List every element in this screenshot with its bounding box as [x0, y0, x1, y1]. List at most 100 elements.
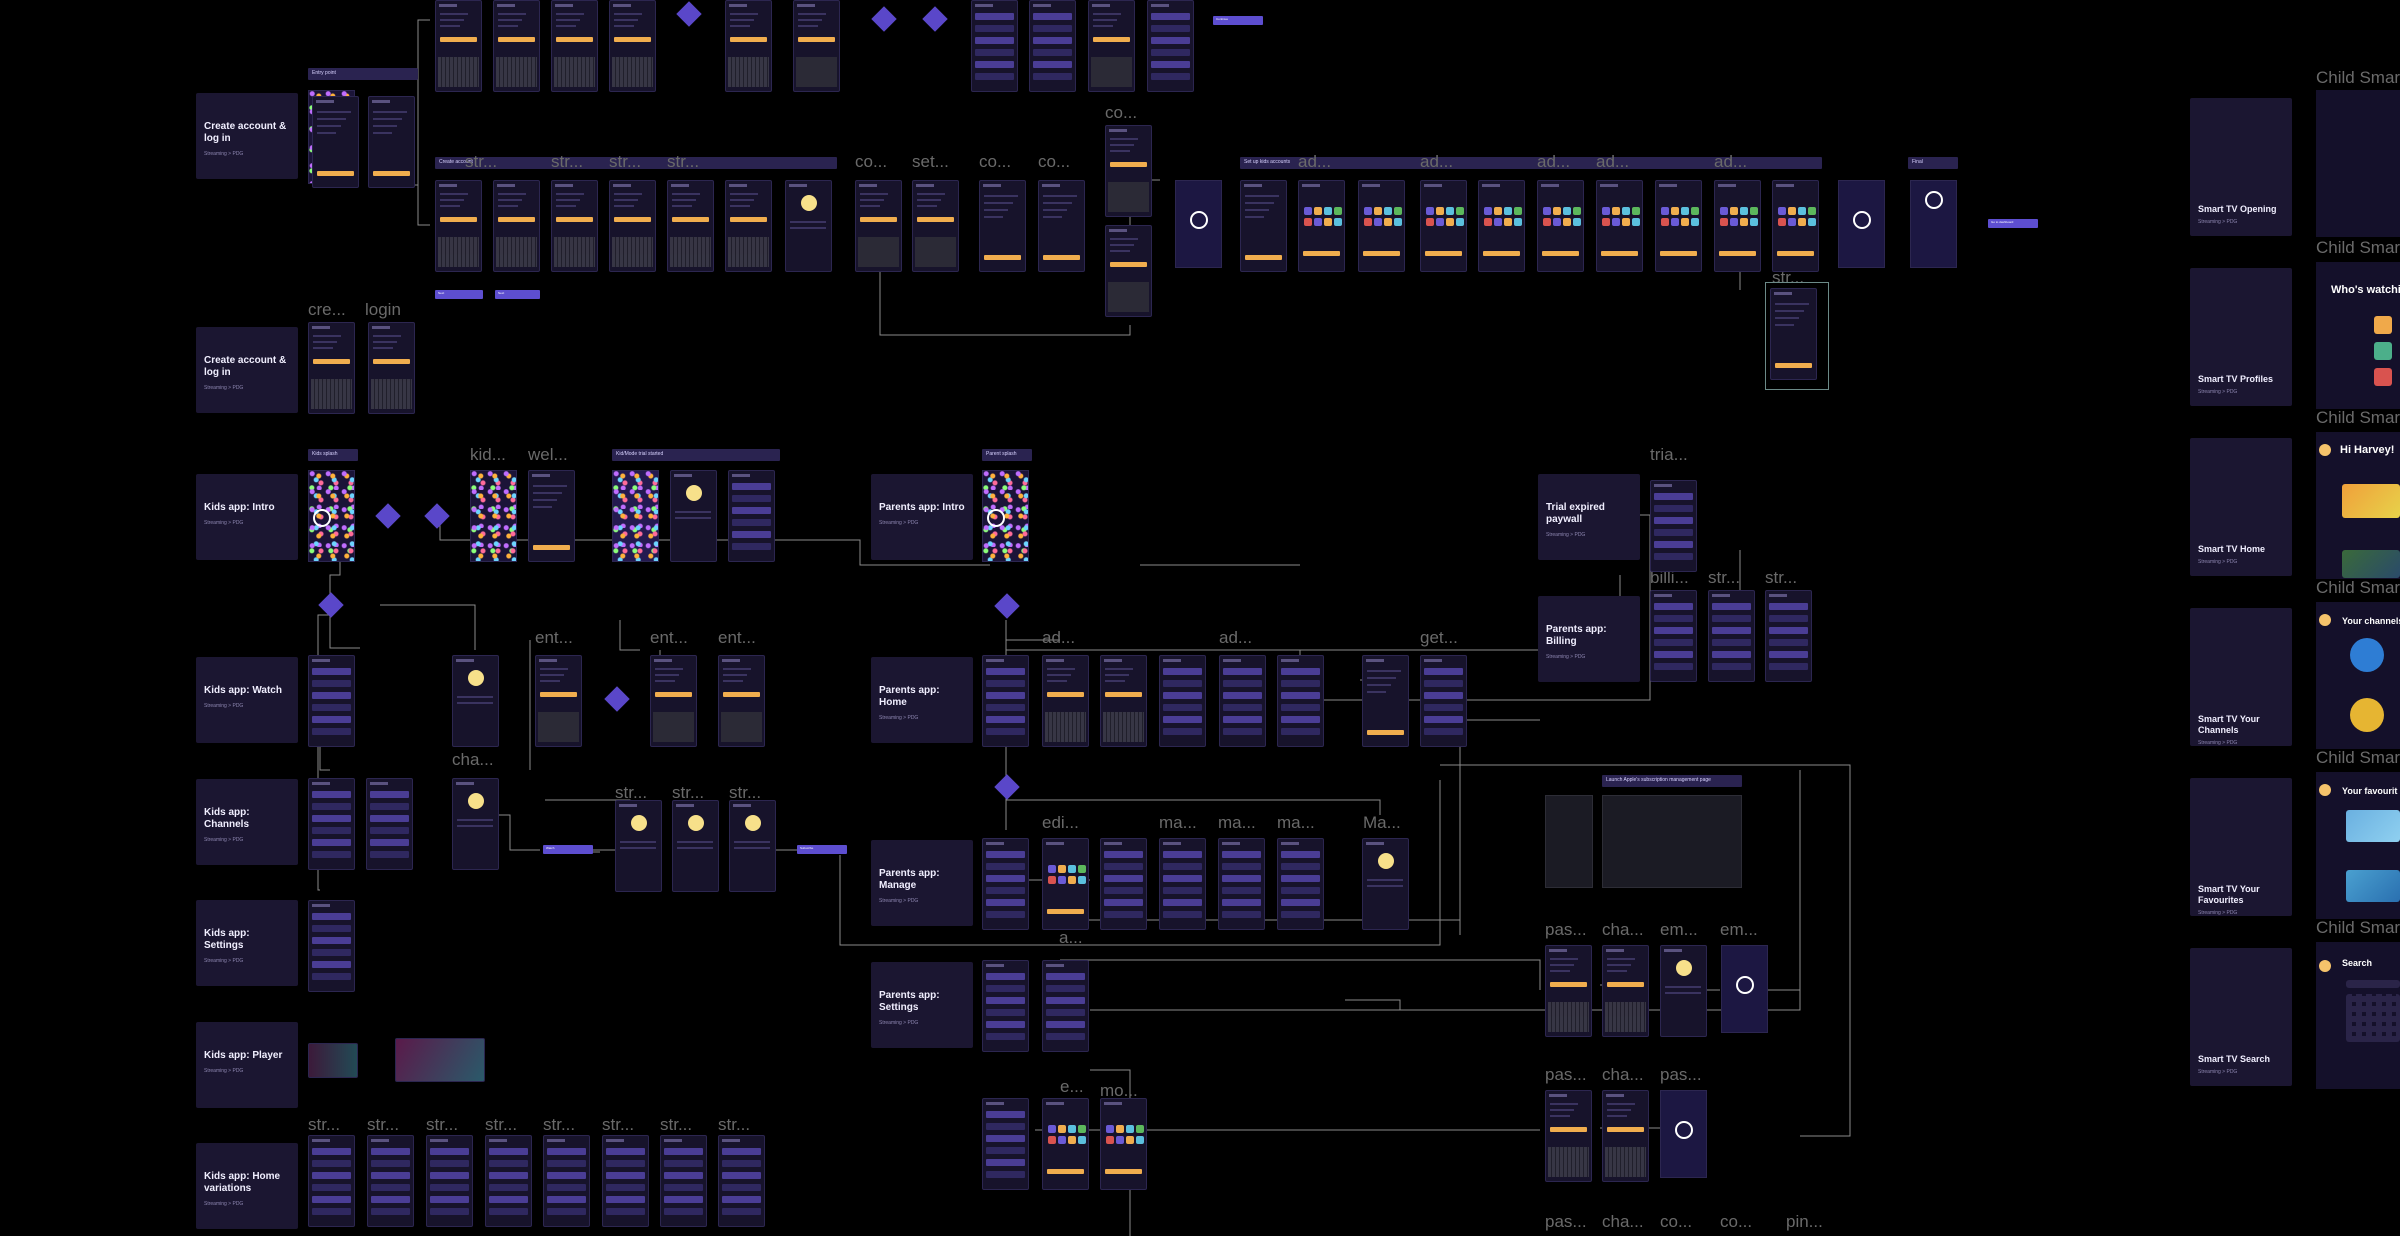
- avatar-option[interactable]: [1324, 218, 1332, 226]
- list-item[interactable]: [547, 1160, 586, 1167]
- list-item[interactable]: [986, 1021, 1025, 1028]
- primary-button[interactable]: [1719, 251, 1756, 256]
- list-item[interactable]: [986, 1159, 1025, 1166]
- list-item[interactable]: [1104, 899, 1143, 906]
- avatar-option[interactable]: [1334, 218, 1342, 226]
- primary-button[interactable]: [1047, 1169, 1084, 1174]
- list-item[interactable]: [1223, 680, 1262, 687]
- section-card-create-account-login[interactable]: Create account & log in Streaming > PDG: [196, 327, 298, 413]
- list-item[interactable]: [1424, 728, 1463, 735]
- section-card-kids-settings[interactable]: Kids app: Settings Streaming > PDG: [196, 900, 298, 986]
- avatar-option[interactable]: [1661, 207, 1669, 215]
- section-card-kids-watch[interactable]: Kids app: Watch Streaming > PDG: [196, 657, 298, 743]
- list-item[interactable]: [1281, 692, 1320, 699]
- avatar-option[interactable]: [1563, 207, 1571, 215]
- primary-button[interactable]: [498, 217, 535, 222]
- avatar-option[interactable]: [1543, 207, 1551, 215]
- list-item[interactable]: [547, 1208, 586, 1215]
- avatar-option[interactable]: [1798, 218, 1806, 226]
- avatar-option[interactable]: [1778, 218, 1786, 226]
- primary-button[interactable]: [1105, 692, 1142, 697]
- list-item[interactable]: [1281, 728, 1320, 735]
- list-item[interactable]: [1163, 668, 1202, 675]
- list-item[interactable]: [986, 1123, 1025, 1130]
- avatar-option[interactable]: [1364, 207, 1372, 215]
- list-item[interactable]: [312, 815, 351, 822]
- avatar-option[interactable]: [1068, 1125, 1076, 1133]
- list-item[interactable]: [1033, 61, 1072, 68]
- section-card-parents-intro[interactable]: Parents app: Intro Streaming > PDG: [871, 474, 973, 560]
- keyboard[interactable]: [728, 237, 769, 267]
- list-item[interactable]: [1151, 37, 1190, 44]
- avatar-option[interactable]: [1106, 1136, 1114, 1144]
- list-item[interactable]: [371, 1184, 410, 1191]
- avatar-option[interactable]: [1314, 207, 1322, 215]
- list-item[interactable]: [1151, 25, 1190, 32]
- list-item[interactable]: [1033, 73, 1072, 80]
- avatar-option[interactable]: [1078, 865, 1086, 873]
- keyboard[interactable]: [1605, 1147, 1646, 1177]
- avatar-option[interactable]: [1632, 207, 1640, 215]
- list-item[interactable]: [664, 1196, 703, 1203]
- primary-button[interactable]: [313, 359, 350, 364]
- list-item[interactable]: [371, 1160, 410, 1167]
- list-item[interactable]: [430, 1184, 469, 1191]
- list-item[interactable]: [312, 851, 351, 858]
- list-item[interactable]: [1223, 668, 1262, 675]
- list-item[interactable]: [722, 1160, 761, 1167]
- list-item[interactable]: [489, 1160, 528, 1167]
- flow-pill[interactable]: Next: [495, 290, 540, 299]
- keyboard[interactable]: [670, 237, 711, 267]
- primary-button[interactable]: [1367, 730, 1404, 735]
- primary-button[interactable]: [1660, 251, 1697, 256]
- list-item[interactable]: [1712, 663, 1751, 670]
- primary-button[interactable]: [1483, 251, 1520, 256]
- primary-button[interactable]: [1550, 1127, 1587, 1132]
- avatar-option[interactable]: [1671, 218, 1679, 226]
- avatar-option[interactable]: [1602, 207, 1610, 215]
- list-item[interactable]: [1281, 716, 1320, 723]
- avatar-option[interactable]: [1058, 1136, 1066, 1144]
- avatar-option[interactable]: [1068, 876, 1076, 884]
- list-item[interactable]: [312, 1148, 351, 1155]
- list-item[interactable]: [975, 13, 1014, 20]
- keyboard[interactable]: [858, 237, 899, 267]
- keyboard[interactable]: [496, 237, 537, 267]
- avatar-option[interactable]: [1514, 207, 1522, 215]
- list-item[interactable]: [1033, 49, 1072, 56]
- list-item[interactable]: [1104, 851, 1143, 858]
- avatar-option[interactable]: [1106, 1125, 1114, 1133]
- list-item[interactable]: [986, 1009, 1025, 1016]
- list-item[interactable]: [1654, 505, 1693, 512]
- list-item[interactable]: [1033, 25, 1072, 32]
- list-item[interactable]: [370, 803, 409, 810]
- keyboard[interactable]: [371, 379, 412, 409]
- list-item[interactable]: [312, 680, 351, 687]
- list-item[interactable]: [1163, 704, 1202, 711]
- list-item[interactable]: [430, 1160, 469, 1167]
- list-item[interactable]: [1654, 517, 1693, 524]
- list-item[interactable]: [664, 1160, 703, 1167]
- avatar-option[interactable]: [1681, 218, 1689, 226]
- avatar-option[interactable]: [1314, 218, 1322, 226]
- avatar-option[interactable]: [1778, 207, 1786, 215]
- avatar-option[interactable]: [1304, 218, 1312, 226]
- keyboard[interactable]: [653, 712, 694, 742]
- keyboard[interactable]: [1103, 712, 1144, 742]
- primary-button[interactable]: [440, 217, 477, 222]
- primary-button[interactable]: [1550, 982, 1587, 987]
- search-input[interactable]: [2346, 980, 2400, 988]
- primary-button[interactable]: [1601, 251, 1638, 256]
- list-item[interactable]: [1424, 716, 1463, 723]
- keyboard[interactable]: [1548, 1147, 1589, 1177]
- avatar-option[interactable]: [1058, 865, 1066, 873]
- keyboard[interactable]: [496, 57, 537, 87]
- list-item[interactable]: [430, 1148, 469, 1155]
- section-card-parents-manage[interactable]: Parents app: Manage Streaming > PDG: [871, 840, 973, 926]
- list-item[interactable]: [312, 668, 351, 675]
- avatar-option[interactable]: [1426, 207, 1434, 215]
- list-item[interactable]: [1163, 728, 1202, 735]
- list-item[interactable]: [1163, 863, 1202, 870]
- list-item[interactable]: [606, 1184, 645, 1191]
- avatar-option[interactable]: [1494, 218, 1502, 226]
